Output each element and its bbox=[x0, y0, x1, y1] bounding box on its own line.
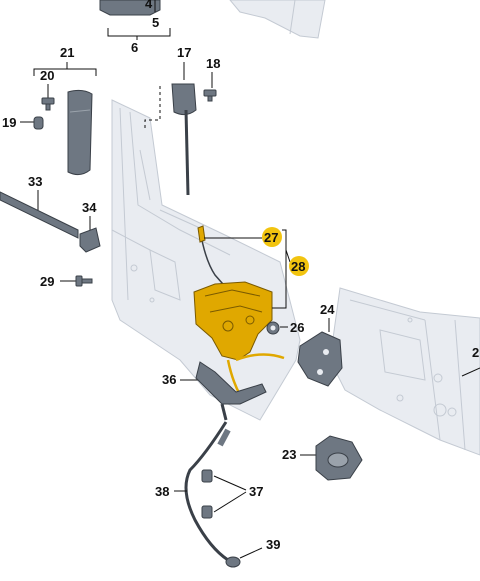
rod-33 bbox=[0, 191, 79, 239]
label-17: 17 bbox=[177, 45, 191, 60]
bracket-34 bbox=[79, 227, 101, 253]
rod-end-27 bbox=[197, 225, 206, 243]
screw-20-icon bbox=[41, 97, 55, 111]
label-6: 6 bbox=[131, 40, 138, 55]
label-38: 38 bbox=[155, 484, 169, 499]
label-24: 24 bbox=[320, 302, 335, 317]
label-26: 26 bbox=[290, 320, 304, 335]
door-top-panel bbox=[229, 0, 326, 39]
body-side-panel bbox=[329, 287, 480, 456]
label-4: 4 bbox=[145, 0, 153, 11]
highlight-27 bbox=[262, 227, 282, 247]
clip-37b-icon bbox=[201, 505, 213, 519]
label-27: 27 bbox=[264, 230, 278, 245]
label-23: 23 bbox=[282, 447, 296, 462]
lock-knob-17 bbox=[171, 83, 197, 116]
door-lock-28 bbox=[193, 281, 273, 361]
label-34: 34 bbox=[82, 200, 97, 215]
cable-38 bbox=[184, 421, 229, 562]
cable-end-39 bbox=[225, 556, 241, 568]
label-2-partial: 2 bbox=[472, 345, 479, 360]
label-5: 5 bbox=[152, 15, 159, 30]
cable-lock-to-24 bbox=[235, 353, 285, 362]
bracket-36 bbox=[195, 361, 267, 405]
clip-19-icon bbox=[33, 116, 44, 130]
label-20: 20 bbox=[40, 68, 54, 83]
label-36: 36 bbox=[162, 372, 176, 387]
label-28: 28 bbox=[291, 259, 305, 274]
label-29: 29 bbox=[40, 274, 54, 289]
striker-24 bbox=[297, 331, 343, 387]
clip-37a-icon bbox=[201, 469, 213, 483]
label-33: 33 bbox=[28, 174, 42, 189]
highlight-28 bbox=[289, 256, 309, 276]
label-39: 39 bbox=[266, 537, 280, 552]
screw-29-icon bbox=[75, 275, 93, 287]
screw-18-icon bbox=[203, 89, 217, 102]
label-19: 19 bbox=[2, 115, 16, 130]
part-4-5-bracket bbox=[99, 0, 161, 16]
nut-26-icon bbox=[266, 321, 280, 335]
label-21: 21 bbox=[60, 45, 74, 60]
label-18: 18 bbox=[206, 56, 220, 71]
label-37: 37 bbox=[249, 484, 263, 499]
cover-21 bbox=[67, 89, 93, 176]
